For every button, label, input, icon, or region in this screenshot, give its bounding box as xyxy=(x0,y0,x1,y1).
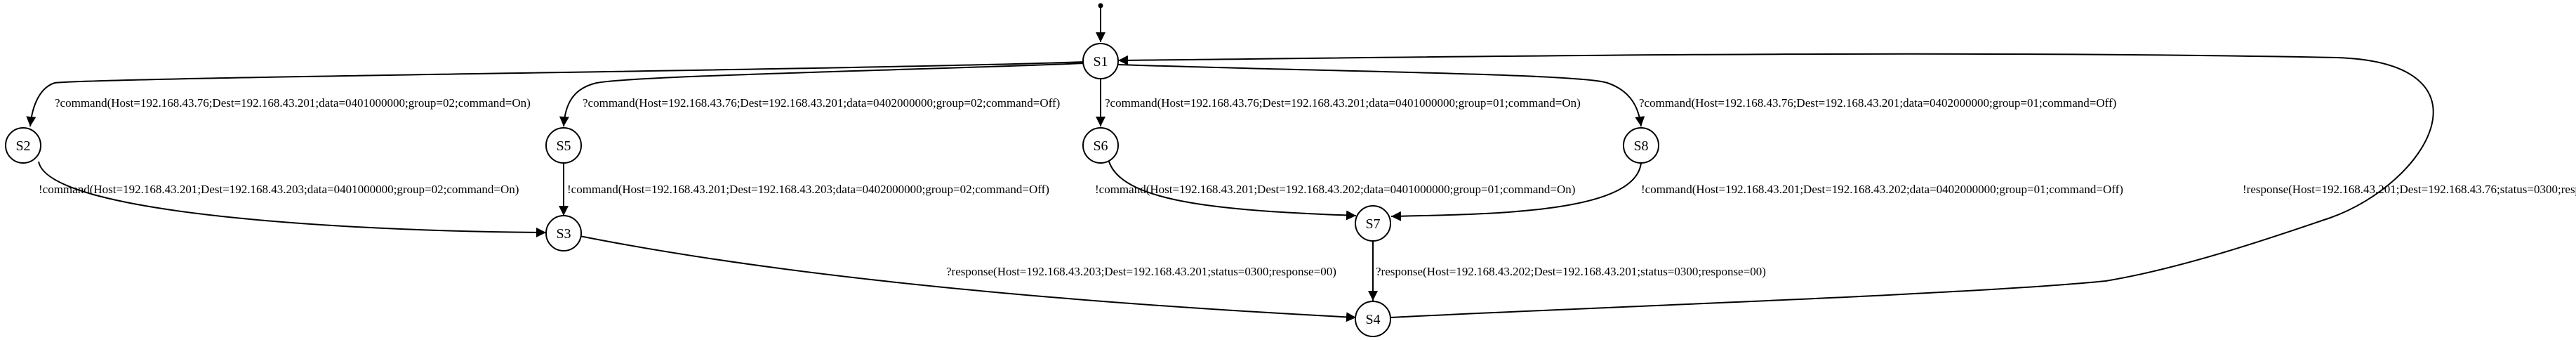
state-label-S7: S7 xyxy=(1365,216,1380,232)
edge-S8-S7 xyxy=(1390,162,1642,221)
state-label-S4: S4 xyxy=(1365,312,1380,327)
edge-S4-S1 xyxy=(1117,53,2434,318)
state-label-S5: S5 xyxy=(556,138,571,154)
edge-label-S1-S6: ?command(Host=192.168.43.76;Dest=192.168… xyxy=(1105,96,1581,110)
edge-label-S3-S4: ?response(Host=192.168.43.203;Dest=192.1… xyxy=(946,265,1336,278)
edge-label-S5-S3: !command(Host=192.168.43.201;Dest=192.16… xyxy=(567,183,1049,196)
state-label-S3: S3 xyxy=(556,226,571,242)
edge-label-S6-S7: !command(Host=192.168.43.201;Dest=192.16… xyxy=(1095,183,1575,196)
edge-S1-S8 xyxy=(1117,64,1645,127)
state-S6: S6 xyxy=(1082,127,1119,164)
edge-label-S1-S8: ?command(Host=192.168.43.76;Dest=192.168… xyxy=(1639,96,2116,110)
edge-label-S1-S5: ?command(Host=192.168.43.76;Dest=192.168… xyxy=(583,96,1060,110)
state-S5: S5 xyxy=(545,127,582,164)
edge-label-S1-S2: ?command(Host=192.168.43.76;Dest=192.168… xyxy=(55,96,531,110)
edge-S3-S4 xyxy=(579,235,1357,322)
state-S3: S3 xyxy=(545,215,582,251)
edge-S6-S7 xyxy=(1108,161,1357,221)
state-S1: S1 xyxy=(1082,43,1119,79)
edge-label-S4-S1: !response(Host=192.168.43.201;Dest=192.1… xyxy=(2243,183,2576,196)
edge-S1-S2 xyxy=(26,61,1086,127)
state-label-S6: S6 xyxy=(1093,138,1108,154)
edge-S1-S5 xyxy=(559,63,1086,127)
state-label-S8: S8 xyxy=(1633,138,1648,154)
state-label-S2: S2 xyxy=(15,138,30,154)
state-S8: S8 xyxy=(1623,127,1659,164)
initial-state-dot xyxy=(1098,3,1103,8)
state-S2: S2 xyxy=(5,127,41,164)
edge-label-S7-S4: ?response(Host=192.168.43.202;Dest=192.1… xyxy=(1376,265,1766,278)
state-S4: S4 xyxy=(1355,301,1391,337)
edge-label-S8-S7: !command(Host=192.168.43.201;Dest=192.16… xyxy=(1641,183,2123,196)
state-label-S1: S1 xyxy=(1093,54,1108,70)
edge-label-S2-S3: !command(Host=192.168.43.201;Dest=192.16… xyxy=(39,183,519,196)
edge-S2-S3 xyxy=(38,161,547,237)
state-S7: S7 xyxy=(1355,205,1391,242)
